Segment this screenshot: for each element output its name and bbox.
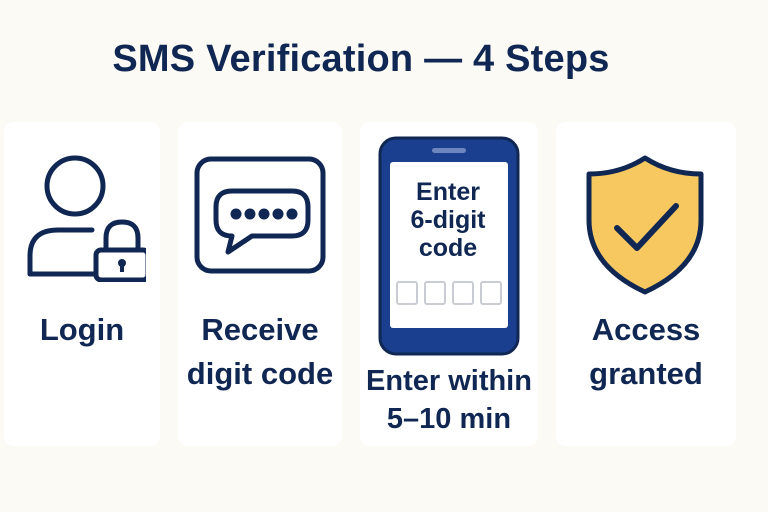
step-label-line: Login [39,312,125,347]
step-label-line: Access [591,312,701,347]
step-label-line: Enter within [366,365,532,397]
code-digit-box [396,281,418,305]
step-label-line: granted [589,356,703,391]
message-bubble-icon [194,156,326,274]
step-label-receive: Receive digit code [178,308,342,396]
screen-line: Enter [416,178,480,206]
step-label-line: digit code [186,356,334,391]
phone-screen-text: Enter 6-digit code [392,178,504,262]
code-input-boxes [396,281,502,307]
step-label-enter: Enter within 5–10 min [360,362,538,438]
step-card-receive [178,122,342,446]
page-title: SMS Verification — 4 Steps [112,38,610,80]
code-digit-box [452,281,474,305]
code-digit-box [480,281,502,305]
code-digit-box [424,281,446,305]
screen-line: code [418,234,478,262]
screen-line: 6-digit [410,206,486,234]
step-label-access: Access granted [556,308,736,396]
step-label-login: Login [4,308,160,352]
step-card-login [4,122,160,446]
step-label-line: 5–10 min [386,403,512,435]
user-lock-icon [27,155,146,282]
shield-check-icon [586,155,704,295]
step-label-line: Receive [201,312,319,347]
